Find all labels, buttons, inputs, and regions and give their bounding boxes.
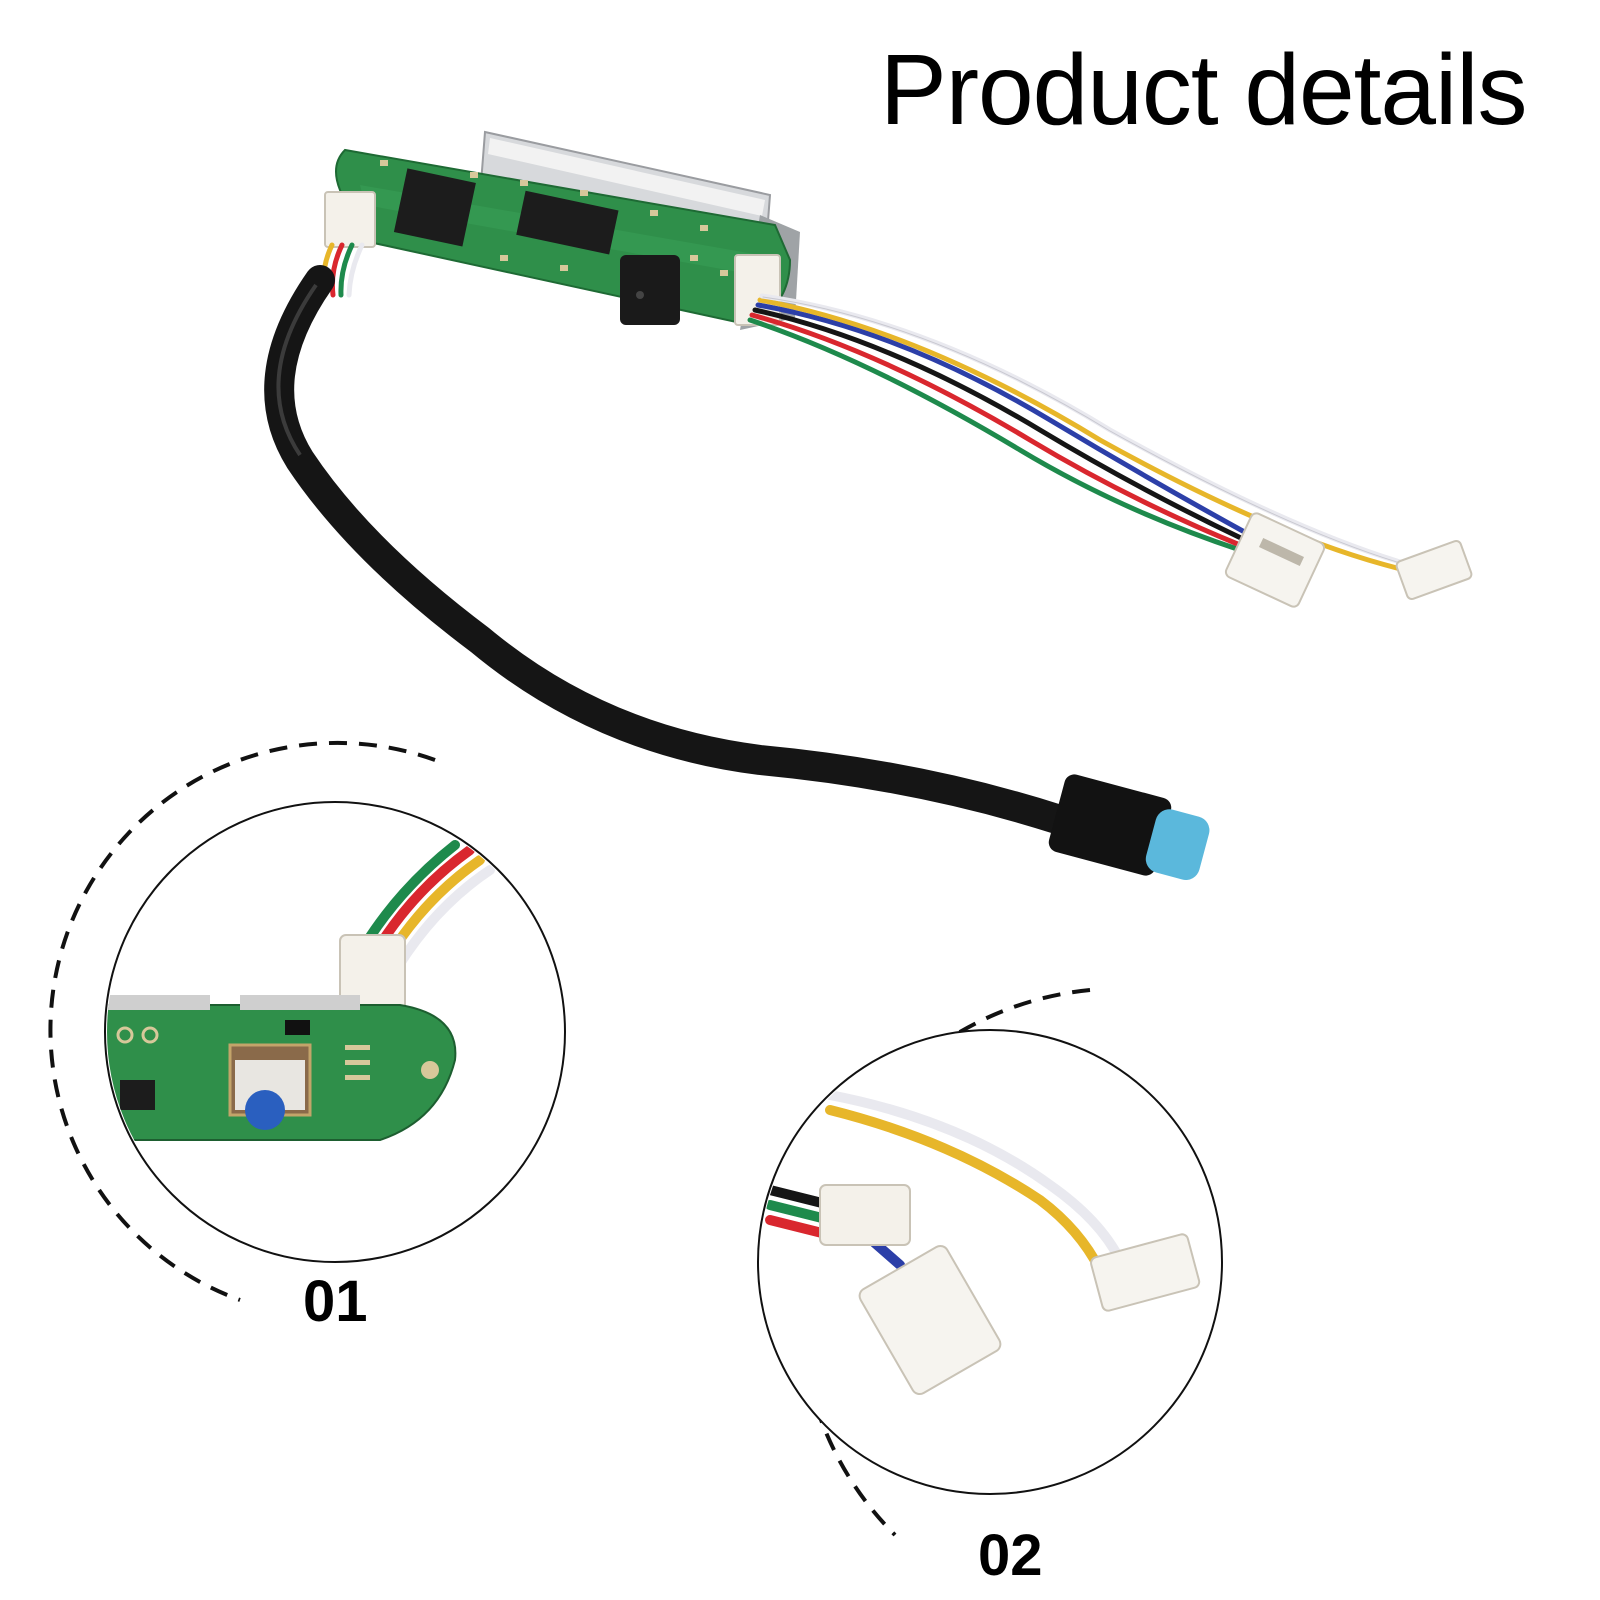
callout-label-01: 01 [303,1269,368,1334]
page-title: Product details [880,34,1527,146]
dashboard-board-image [264,130,1473,881]
callout-label-02: 02 [978,1523,1043,1588]
detail-circle-02-image [757,988,1223,1537]
detail-circle-01-image [48,740,566,1302]
